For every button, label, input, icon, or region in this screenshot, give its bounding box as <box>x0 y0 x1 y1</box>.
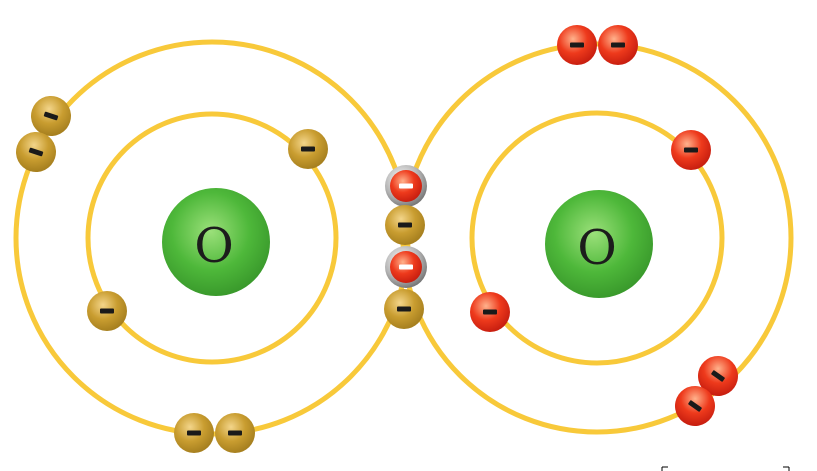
shared-electrons <box>384 165 427 329</box>
atom-right-nucleus: O <box>545 190 653 298</box>
atom-left-nucleus-label: O <box>194 218 233 274</box>
atom-left-electrons <box>16 96 328 453</box>
electron <box>16 132 56 172</box>
electron <box>215 413 255 453</box>
electron <box>698 356 738 396</box>
electron <box>598 25 638 65</box>
atom-left-inner-shell <box>85 111 339 365</box>
atom-left-nucleus: O <box>162 188 270 296</box>
shared-electron-atom-left <box>384 289 424 329</box>
electron <box>671 130 711 170</box>
atom-right-inner-shell <box>469 110 725 366</box>
shared-electron-atom-right <box>385 165 427 207</box>
atom-right-electrons <box>470 25 738 426</box>
electron <box>31 96 71 136</box>
electron <box>87 291 127 331</box>
atom-left-nucleus-sphere <box>162 188 270 296</box>
electron <box>675 386 715 426</box>
electron <box>174 413 214 453</box>
shared-electron-atom-left <box>385 205 425 245</box>
atom-right-nucleus-sphere <box>545 190 653 298</box>
electron <box>557 25 597 65</box>
electron <box>470 292 510 332</box>
crop-marks <box>661 466 790 471</box>
atom-right-nucleus-label: O <box>577 220 616 276</box>
electron <box>288 129 328 169</box>
shared-electron-atom-right <box>385 246 427 288</box>
